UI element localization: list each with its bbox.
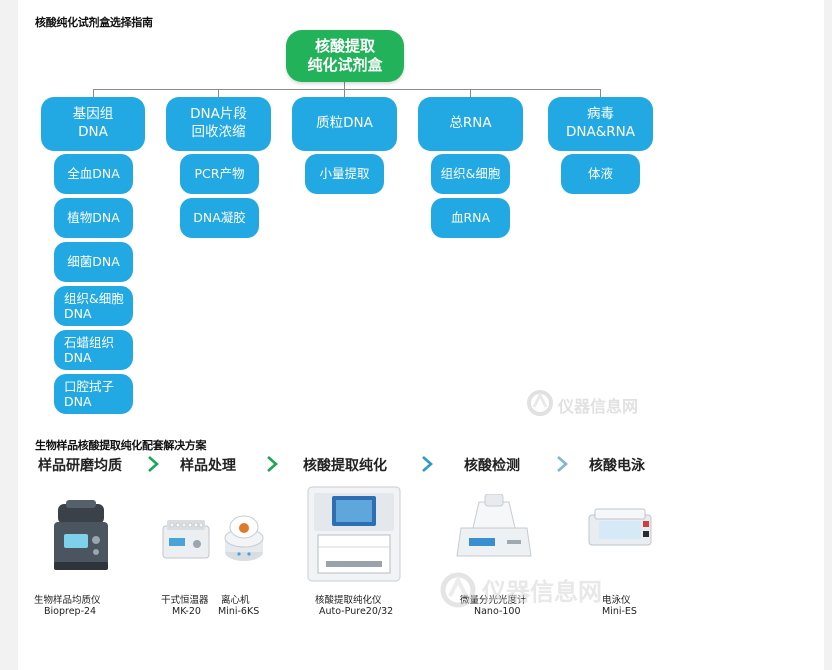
connector-cat-3 bbox=[470, 89, 471, 97]
device-model-homogenizer: Bioprep-24 bbox=[44, 606, 97, 617]
sub-paraffin-tissue-dna: 石蜡组织 DNA bbox=[54, 330, 133, 370]
connector-cat-1 bbox=[218, 89, 219, 97]
sub-bacteria-dna: 细菌DNA bbox=[54, 242, 133, 282]
step-extraction: 核酸提取纯化 bbox=[303, 458, 387, 474]
device-name-extractor: 核酸提取纯化仪 bbox=[315, 595, 382, 606]
step-sample-processing: 样品处理 bbox=[180, 458, 236, 474]
sub-label: 细菌DNA bbox=[67, 253, 120, 269]
sub-pcr-product: PCR产物 bbox=[180, 154, 259, 194]
sub-blood-rna: 血RNA bbox=[431, 198, 510, 238]
sub-label: 组织&细胞 DNA bbox=[64, 291, 124, 321]
chevron-right-icon bbox=[557, 456, 568, 472]
diagram-title: 核酸纯化试剂盒选择指南 bbox=[35, 16, 153, 29]
sub-label: 体液 bbox=[587, 165, 613, 181]
sub-label: 口腔拭子 DNA bbox=[64, 379, 115, 409]
step-detection: 核酸检测 bbox=[464, 458, 520, 474]
watermark-text-2: 仪器信息网 bbox=[482, 578, 602, 606]
root-connector bbox=[344, 82, 345, 90]
sub-tissue-cell: 组织&细胞 bbox=[431, 154, 510, 194]
sub-label: 石蜡组织 DNA bbox=[64, 335, 115, 365]
watermark-text-1: 仪器信息网 bbox=[558, 397, 639, 416]
sub-plant-dna: 植物DNA bbox=[54, 198, 133, 238]
category-plasmid-dna: 质粒DNA bbox=[292, 97, 397, 151]
sub-tissue-cell-dna: 组织&细胞 DNA bbox=[54, 286, 133, 326]
watermark-logo-icon bbox=[440, 572, 476, 608]
sub-label: 全血DNA bbox=[67, 165, 120, 181]
category-dna-fragment: DNA片段 回收浓缩 bbox=[166, 97, 271, 151]
watermark-logo-icon bbox=[527, 390, 553, 416]
sub-body-fluid: 体液 bbox=[561, 154, 640, 194]
connector-cat-4 bbox=[600, 89, 601, 97]
spectrophotometer-image bbox=[456, 494, 532, 557]
sub-label: 小量提取 bbox=[319, 165, 370, 181]
device-model-dry-bath: MK-20 bbox=[172, 606, 201, 617]
connector-cat-2 bbox=[344, 89, 345, 97]
device-model-centrifuge: Mini-6KS bbox=[218, 606, 260, 617]
sub-whole-blood-dna: 全血DNA bbox=[54, 154, 133, 194]
sub-dna-gel: DNA凝胶 bbox=[180, 198, 259, 238]
page: 核酸纯化试剂盒选择指南 核酸提取 纯化试剂盒 基因组 DNA DNA片段 回收浓… bbox=[18, 0, 824, 670]
extractor-image bbox=[307, 486, 401, 582]
sub-label: 血RNA bbox=[450, 209, 491, 225]
category-label: 质粒DNA bbox=[316, 115, 373, 132]
sub-label: PCR产物 bbox=[194, 165, 245, 181]
sub-label: DNA凝胶 bbox=[193, 209, 246, 225]
sub-miniprep: 小量提取 bbox=[305, 154, 384, 194]
category-label: 总RNA bbox=[449, 115, 492, 132]
device-model-extractor: Auto-Pure20/32 bbox=[319, 606, 394, 617]
step-homogenize: 样品研磨均质 bbox=[38, 458, 122, 474]
electrophoresis-image bbox=[588, 508, 652, 546]
device-model-electrophoresis: Mini-ES bbox=[602, 606, 637, 617]
watermark-logo-2 bbox=[438, 568, 478, 616]
device-name-centrifuge: 离心机 bbox=[221, 595, 250, 606]
dry-bath-image bbox=[162, 520, 210, 559]
watermark-logo-1 bbox=[524, 385, 674, 425]
connector-cat-0 bbox=[93, 89, 94, 97]
category-bus-line bbox=[93, 89, 601, 90]
device-name-homogenizer: 生物样品均质仪 bbox=[34, 595, 101, 606]
chevron-right-icon bbox=[267, 456, 278, 472]
chevron-right-icon bbox=[422, 456, 433, 472]
workflow-title: 生物样品核酸提取纯化配套解决方案 bbox=[35, 439, 207, 452]
category-label: 基因组 DNA bbox=[72, 106, 114, 140]
category-label: 病毒 DNA&RNA bbox=[566, 106, 635, 140]
homogenizer-image bbox=[54, 500, 108, 570]
category-genomic-dna: 基因组 DNA bbox=[41, 97, 145, 151]
device-model-spectrophotometer: Nano-100 bbox=[474, 606, 521, 617]
chevron-right-icon bbox=[148, 456, 159, 472]
sub-label: 植物DNA bbox=[67, 209, 120, 225]
centrifuge-image bbox=[224, 515, 264, 561]
category-viral-dna-rna: 病毒 DNA&RNA bbox=[548, 97, 653, 151]
root-label: 核酸提取 纯化试剂盒 bbox=[307, 36, 383, 75]
category-total-rna: 总RNA bbox=[418, 97, 523, 151]
sub-buccal-swab-dna: 口腔拭子 DNA bbox=[54, 374, 133, 414]
sub-label: 组织&细胞 bbox=[440, 165, 501, 181]
device-name-electrophoresis: 电泳仪 bbox=[602, 595, 631, 606]
step-electrophoresis: 核酸电泳 bbox=[589, 458, 645, 474]
category-label: DNA片段 回收浓缩 bbox=[190, 106, 247, 140]
root-node: 核酸提取 纯化试剂盒 bbox=[286, 30, 404, 82]
device-name-spectrophotometer: 微量分光光度计 bbox=[460, 595, 527, 606]
device-name-dry-bath: 干式恒温器 bbox=[161, 595, 209, 606]
